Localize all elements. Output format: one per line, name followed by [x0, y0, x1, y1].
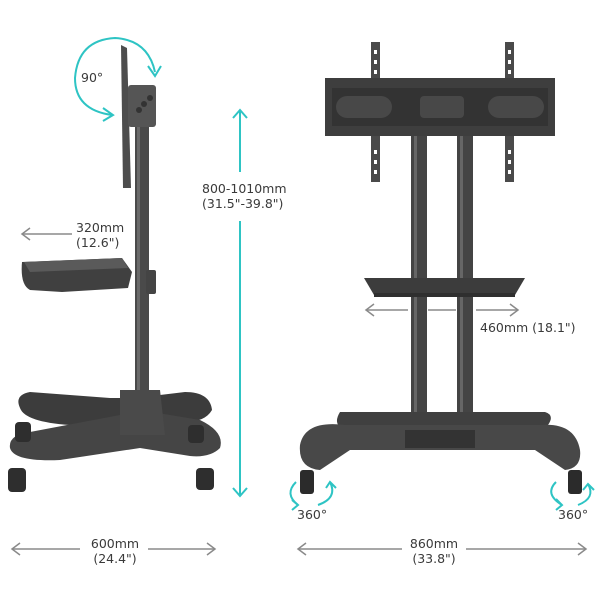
shelf-width-label: 460mm (18.1") — [480, 320, 576, 335]
rotation-label: 90° — [81, 70, 104, 85]
height-range-inch: (31.5"-39.8") — [202, 196, 284, 211]
shelf-depth-arrow-icon — [20, 227, 72, 241]
height-arrow-icon — [232, 108, 248, 498]
shelf-depth-inch: (12.6") — [76, 235, 120, 250]
height-range-label: 800-1010mm (31.5"-39.8") — [202, 181, 287, 211]
base-depth-arrow-icon — [10, 542, 217, 556]
height-range-mm: 800-1010mm — [202, 181, 287, 196]
swivel-arrow-icon — [289, 480, 595, 511]
base-width-mm: 860mm — [409, 536, 459, 551]
side-view-stand — [8, 45, 221, 492]
shelf-depth-label: 320mm (12.6") — [76, 220, 124, 250]
base-width-inch: (33.8") — [412, 551, 456, 566]
shelf-depth-mm: 320mm — [76, 220, 125, 235]
shelf-width-arrow-icon — [364, 303, 520, 317]
base-width-arrow-icon — [296, 542, 588, 556]
base-depth-mm: 600mm — [90, 536, 140, 551]
caster-right-rotation-label: 360° — [558, 507, 589, 522]
front-view-stand — [299, 42, 582, 494]
caster-left-rotation-label: 360° — [297, 507, 328, 522]
base-depth-label: 600mm (24.4") — [82, 536, 148, 566]
base-width-label: 860mm (33.8") — [402, 536, 466, 566]
base-depth-inch: (24.4") — [93, 551, 137, 566]
rotation-arrow-icon — [73, 36, 162, 122]
